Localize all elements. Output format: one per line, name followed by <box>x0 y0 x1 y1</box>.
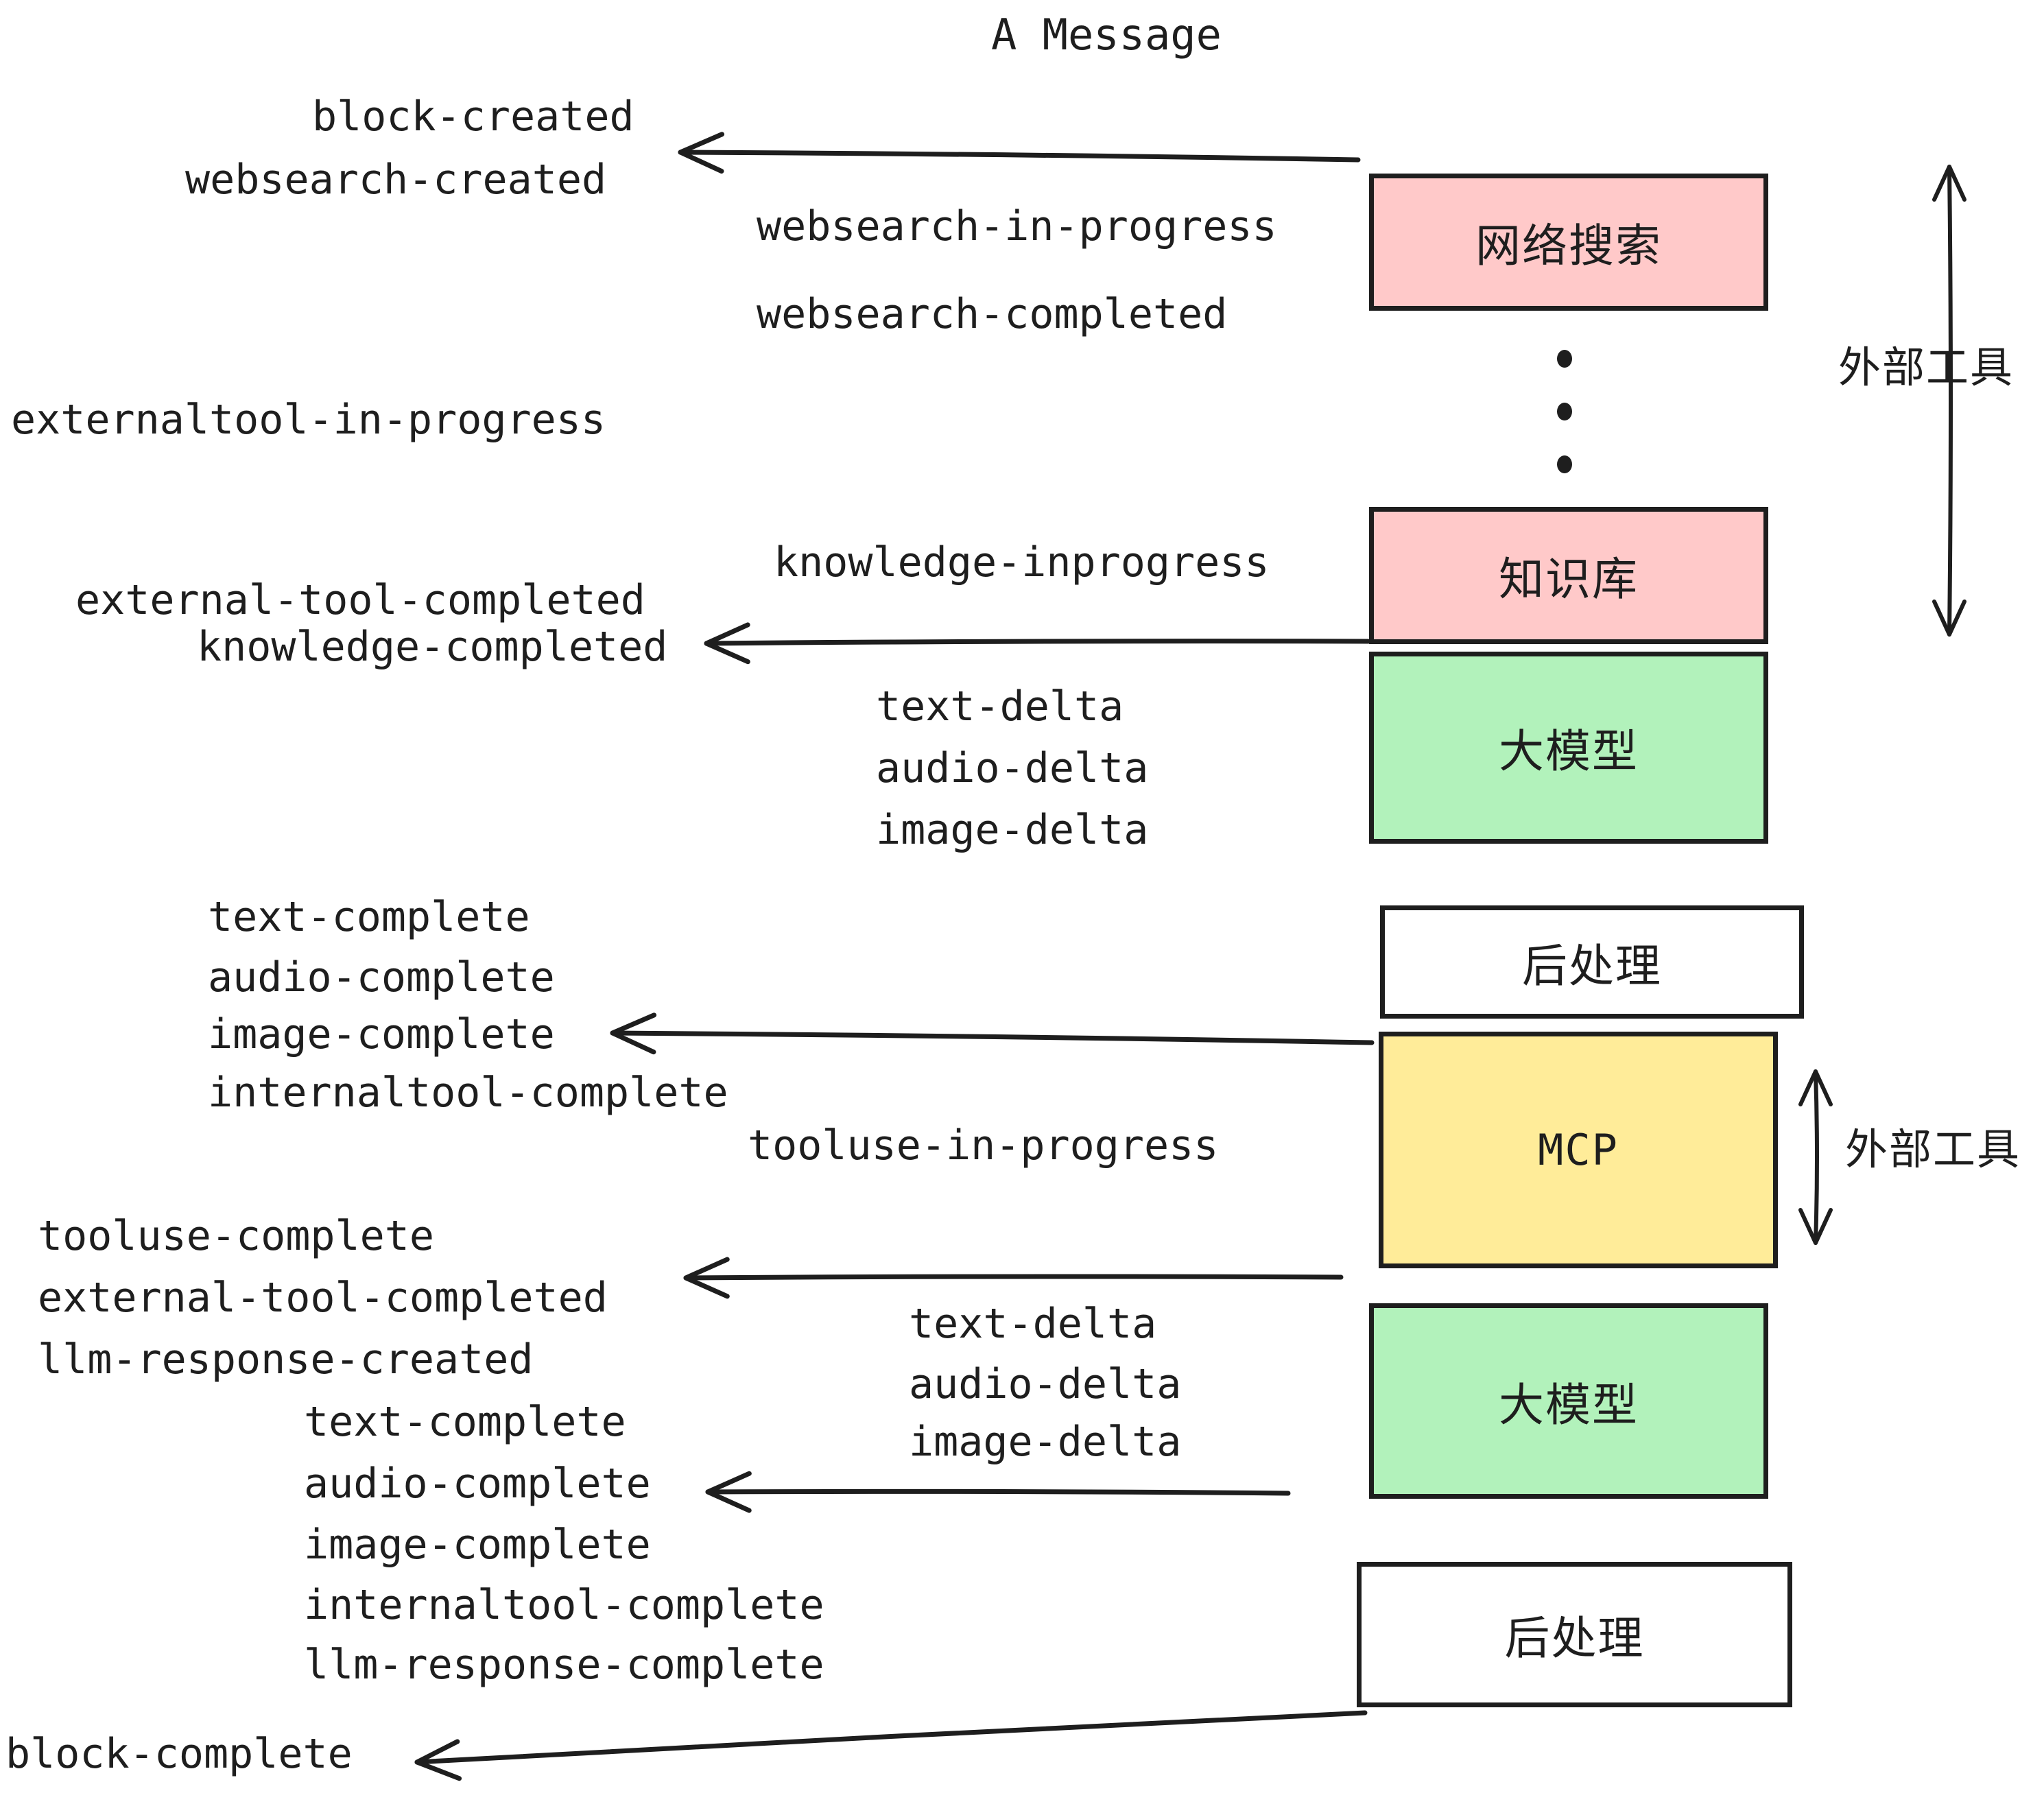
event-label-audio-complete-2: audio-complete <box>304 1460 651 1508</box>
side-label-external-tools-top: 外部工具 <box>1838 342 2015 392</box>
event-label-text-complete-1: text-complete <box>208 893 530 941</box>
event-label-audio-complete-1: audio-complete <box>208 953 555 1001</box>
event-label-externaltool-in-progress: externaltool-in-progress <box>11 396 606 444</box>
event-label-tooluse-complete: tooluse-complete <box>38 1212 434 1260</box>
ellipsis-dot <box>1557 455 1572 473</box>
box-llm-2: 大模型 <box>1369 1303 1768 1499</box>
event-label-external-tool-completed-1: external-tool-completed <box>75 576 645 624</box>
event-label-text-delta-1: text-delta <box>876 683 1124 731</box>
event-label-image-complete-2: image-complete <box>304 1521 651 1569</box>
event-label-llm-response-complete: llm-response-complete <box>304 1641 824 1689</box>
range-external-tools-top <box>1932 165 1966 637</box>
event-label-websearch-created: websearch-created <box>185 156 607 204</box>
page-title: A Message <box>991 10 1222 60</box>
arrow-knowledge-completed <box>704 622 1371 665</box>
arrow-tooluse-complete <box>683 1257 1344 1299</box>
event-label-block-complete: block-complete <box>5 1730 353 1778</box>
event-label-block-created: block-created <box>312 93 634 141</box>
arrow-block-complete <box>414 1710 1368 1781</box>
event-label-external-tool-completed-2: external-tool-completed <box>38 1274 608 1322</box>
arrow-image-complete <box>610 1012 1375 1055</box>
box-knowledge: 知识库 <box>1369 507 1768 644</box>
event-label-text-complete-2: text-complete <box>304 1398 626 1446</box>
event-label-image-complete-1: image-complete <box>208 1010 555 1058</box>
event-label-websearch-in-progress: websearch-in-progress <box>757 202 1277 250</box>
box-llm-1: 大模型 <box>1369 652 1768 844</box>
ellipsis-dot <box>1557 403 1572 420</box>
event-label-image-delta-1: image-delta <box>876 806 1149 854</box>
event-label-internaltool-complete-1: internaltool-complete <box>208 1069 728 1117</box>
range-external-tools-bottom <box>1798 1069 1833 1245</box>
arrow-audio-complete <box>705 1471 1291 1513</box>
event-label-tooluse-in-progress: tooluse-in-progress <box>748 1121 1219 1170</box>
arrow-block-created <box>678 132 1361 174</box>
event-label-websearch-completed: websearch-completed <box>757 290 1228 338</box>
box-websearch: 网络搜索 <box>1369 174 1768 311</box>
event-label-internaltool-complete-2: internaltool-complete <box>304 1581 824 1629</box>
event-label-audio-delta-2: audio-delta <box>909 1360 1182 1408</box>
event-label-image-delta-2: image-delta <box>909 1418 1182 1466</box>
event-label-audio-delta-1: audio-delta <box>876 744 1149 792</box>
event-label-knowledge-inprogress: knowledge-inprogress <box>774 538 1270 586</box>
event-label-text-delta-2: text-delta <box>909 1300 1157 1348</box>
box-postproc-2: 后处理 <box>1357 1562 1792 1707</box>
box-postproc-1: 后处理 <box>1380 905 1804 1019</box>
box-mcp: MCP <box>1379 1032 1778 1268</box>
event-label-knowledge-completed: knowledge-completed <box>197 623 668 671</box>
ellipsis-dot <box>1557 350 1572 368</box>
event-label-llm-response-created: llm-response-created <box>38 1336 534 1384</box>
ellipsis-dots <box>1556 350 1573 473</box>
side-label-external-tools-bottom: 外部工具 <box>1845 1124 2021 1174</box>
